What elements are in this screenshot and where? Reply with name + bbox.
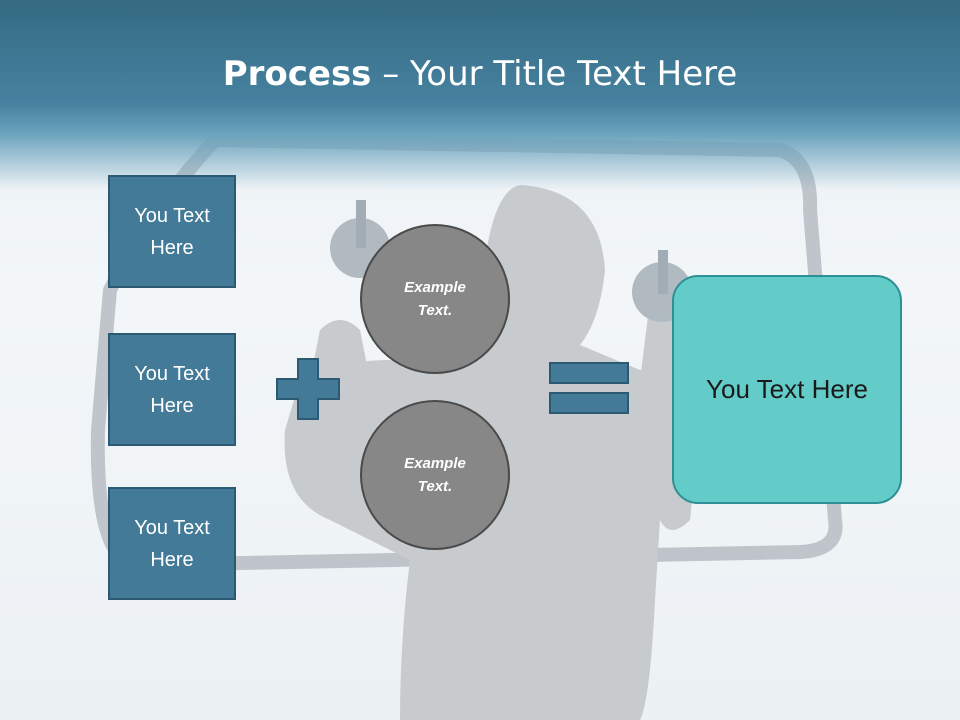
- circle-label: Example Text.: [404, 455, 466, 495]
- text-box-label: You Text Here: [134, 516, 210, 571]
- text-box-label: You Text Here: [134, 204, 210, 259]
- plus-icon[interactable]: [276, 358, 340, 420]
- example-circle-2[interactable]: Example Text.: [360, 400, 510, 550]
- example-circle-1[interactable]: Example Text.: [360, 224, 510, 374]
- text-box-label: You Text Here: [134, 362, 210, 417]
- text-box-3[interactable]: You Text Here: [108, 487, 236, 600]
- slide-header: [0, 0, 960, 190]
- slide-title[interactable]: Process – Your Title Text Here: [0, 48, 960, 100]
- title-bold: Process: [222, 54, 372, 94]
- circle-label: Example Text.: [404, 279, 466, 319]
- title-rest: – Your Title Text Here: [371, 54, 738, 94]
- result-box[interactable]: You Text Here: [672, 275, 902, 504]
- result-label: You Text Here: [706, 374, 868, 404]
- equals-icon[interactable]: [549, 362, 629, 414]
- text-box-1[interactable]: You Text Here: [108, 175, 236, 288]
- text-box-2[interactable]: You Text Here: [108, 333, 236, 446]
